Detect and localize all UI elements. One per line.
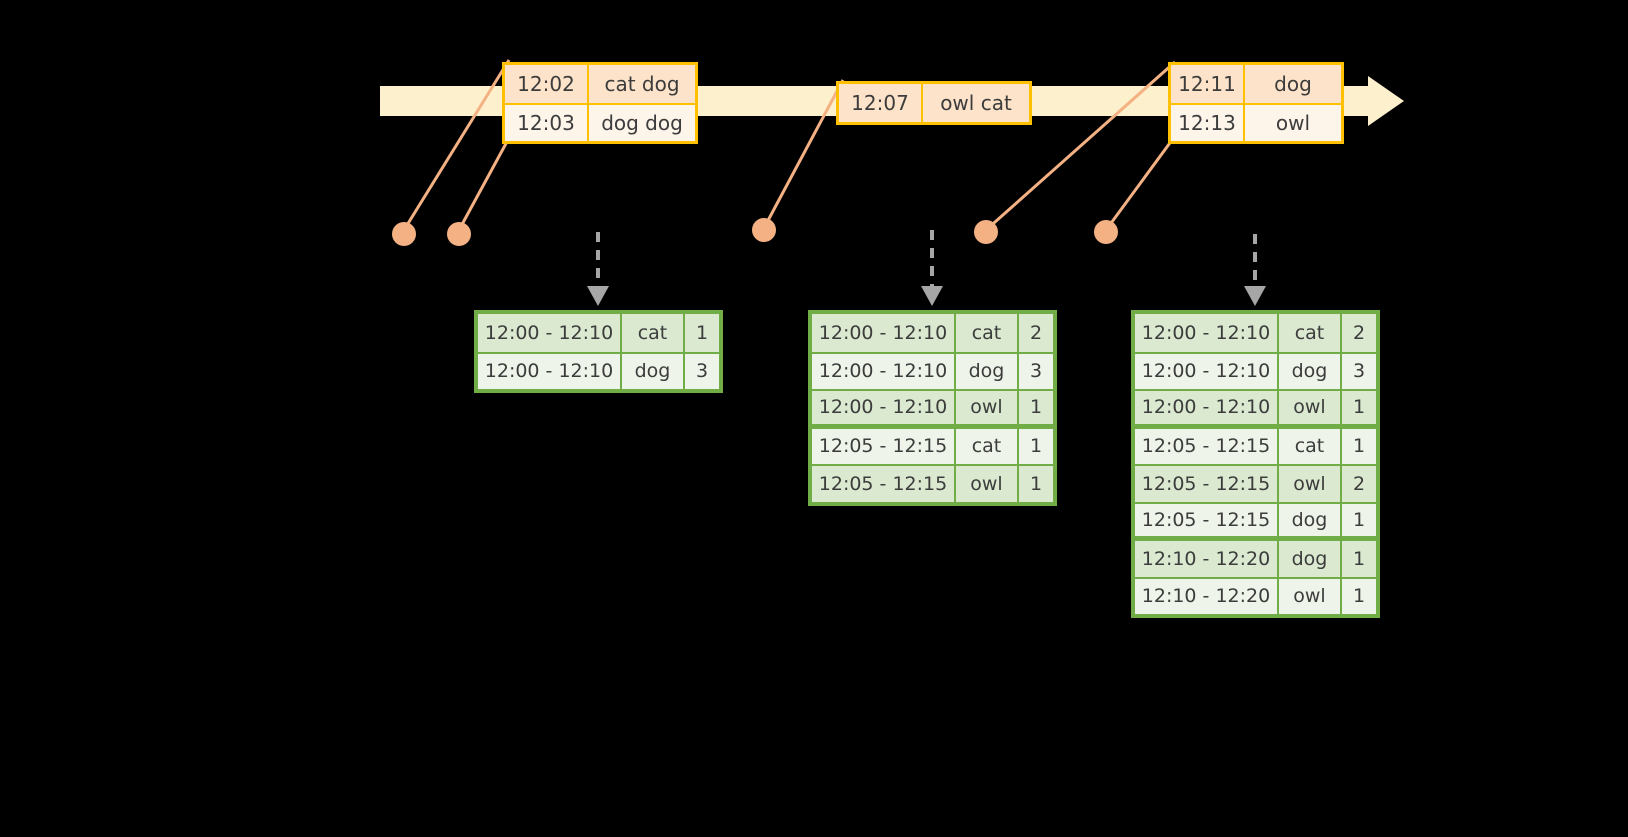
count-cell: 1 [1029,472,1043,495]
key-cell: cat [956,314,1019,352]
event-time: 12:11 [1171,65,1245,103]
count-cell: 2 [1352,472,1366,495]
count-cell: 1 [1352,435,1366,458]
table-row: 12:00 - 12:10 owl 1 [812,389,1053,427]
window-cell: 12:00 - 12:10 [1135,353,1279,389]
timeline-arrowhead-icon [1368,76,1404,126]
window-cell: 12:10 - 12:20 [1135,541,1279,577]
window-cell: 12:05 - 12:15 [1135,503,1279,536]
event-value: owl cat [940,91,1012,115]
window-cell: 12:05 - 12:15 [812,428,956,464]
count-cell: 1 [1352,585,1366,608]
table-row: 12:05 - 12:15 owl 2 [1135,464,1376,502]
table-row: 12:00 - 12:10 dog 3 [478,351,719,389]
key-cell: dog [956,353,1019,389]
table-row: 12:00 - 12:10 owl 1 [1135,389,1376,427]
event-value: dog [1274,72,1312,96]
event-time: 12:13 [1171,105,1245,141]
event-row: 12:03 dog dog [505,103,695,141]
table-row: 12:00 - 12:10 cat 1 [478,314,719,352]
stream-dot-4 [974,220,998,244]
table-row: 12:00 - 12:10 dog 3 [1135,351,1376,389]
event-row: 12:11 dog [1171,65,1341,103]
count-cell: 3 [695,360,709,383]
window-cell: 12:05 - 12:15 [812,466,956,502]
result-table-2: 12:00 - 12:10 cat 2 12:00 - 12:10 dog 3 … [808,310,1057,506]
window-cell: 12:00 - 12:10 [478,353,622,389]
key-cell: owl [1279,578,1342,614]
event-row: 12:13 owl [1171,103,1341,141]
count-cell: 3 [1352,360,1366,383]
emit-arrow-1 [587,232,609,306]
event-box-2: 12:07 owl cat [836,81,1032,125]
key-cell: dog [1279,353,1342,389]
count-cell: 1 [695,321,709,344]
key-cell: dog [1279,503,1342,536]
window-cell: 12:00 - 12:10 [812,353,956,389]
key-cell: owl [1279,466,1342,502]
emit-arrow-2 [921,230,943,306]
count-cell: 1 [1352,547,1366,570]
event-time: 12:03 [505,105,589,141]
event-time: 12:02 [505,65,589,103]
event-box-1: 12:02 cat dog 12:03 dog dog [502,62,698,144]
table-row: 12:00 - 12:10 cat 2 [812,314,1053,352]
key-cell: cat [1279,314,1342,352]
event-row: 12:07 owl cat [839,84,1029,122]
emit-arrow-3 [1244,234,1266,306]
event-row: 12:02 cat dog [505,65,695,103]
count-cell: 2 [1352,321,1366,344]
stream-dot-1 [392,222,416,246]
stream-dot-5 [1094,220,1118,244]
count-cell: 1 [1352,508,1366,531]
window-cell: 12:05 - 12:15 [1135,428,1279,464]
event-time: 12:07 [839,84,923,122]
key-cell: cat [622,314,685,352]
count-cell: 1 [1029,396,1043,419]
table-row: 12:10 - 12:20 dog 1 [1135,539,1376,577]
window-cell: 12:00 - 12:10 [812,314,956,352]
event-box-3: 12:11 dog 12:13 owl [1168,62,1344,144]
event-value: owl [1275,111,1311,135]
key-cell: cat [956,428,1019,464]
window-cell: 12:00 - 12:10 [478,314,622,352]
event-value: dog dog [601,111,683,135]
table-row: 12:05 - 12:15 dog 1 [1135,501,1376,539]
result-table-1: 12:00 - 12:10 cat 1 12:00 - 12:10 dog 3 [474,310,723,393]
count-cell: 3 [1029,360,1043,383]
count-cell: 1 [1352,396,1366,419]
window-cell: 12:05 - 12:15 [1135,466,1279,502]
stream-dot-2 [447,222,471,246]
key-cell: owl [1279,391,1342,424]
table-row: 12:10 - 12:20 owl 1 [1135,576,1376,614]
count-cell: 1 [1029,435,1043,458]
window-cell: 12:10 - 12:20 [1135,578,1279,614]
table-row: 12:00 - 12:10 cat 2 [1135,314,1376,352]
event-value: cat dog [604,72,680,96]
table-row: 12:05 - 12:15 cat 1 [812,426,1053,464]
key-cell: owl [956,391,1019,424]
window-cell: 12:00 - 12:10 [1135,391,1279,424]
window-cell: 12:00 - 12:10 [812,391,956,424]
stream-dot-3 [752,218,776,242]
window-cell: 12:00 - 12:10 [1135,314,1279,352]
key-cell: cat [1279,428,1342,464]
key-cell: owl [956,466,1019,502]
table-row: 12:00 - 12:10 dog 3 [812,351,1053,389]
table-row: 12:05 - 12:15 cat 1 [1135,426,1376,464]
key-cell: dog [1279,541,1342,577]
count-cell: 2 [1029,321,1043,344]
key-cell: dog [622,353,685,389]
table-row: 12:05 - 12:15 owl 1 [812,464,1053,502]
result-table-3: 12:00 - 12:10 cat 2 12:00 - 12:10 dog 3 … [1131,310,1380,618]
